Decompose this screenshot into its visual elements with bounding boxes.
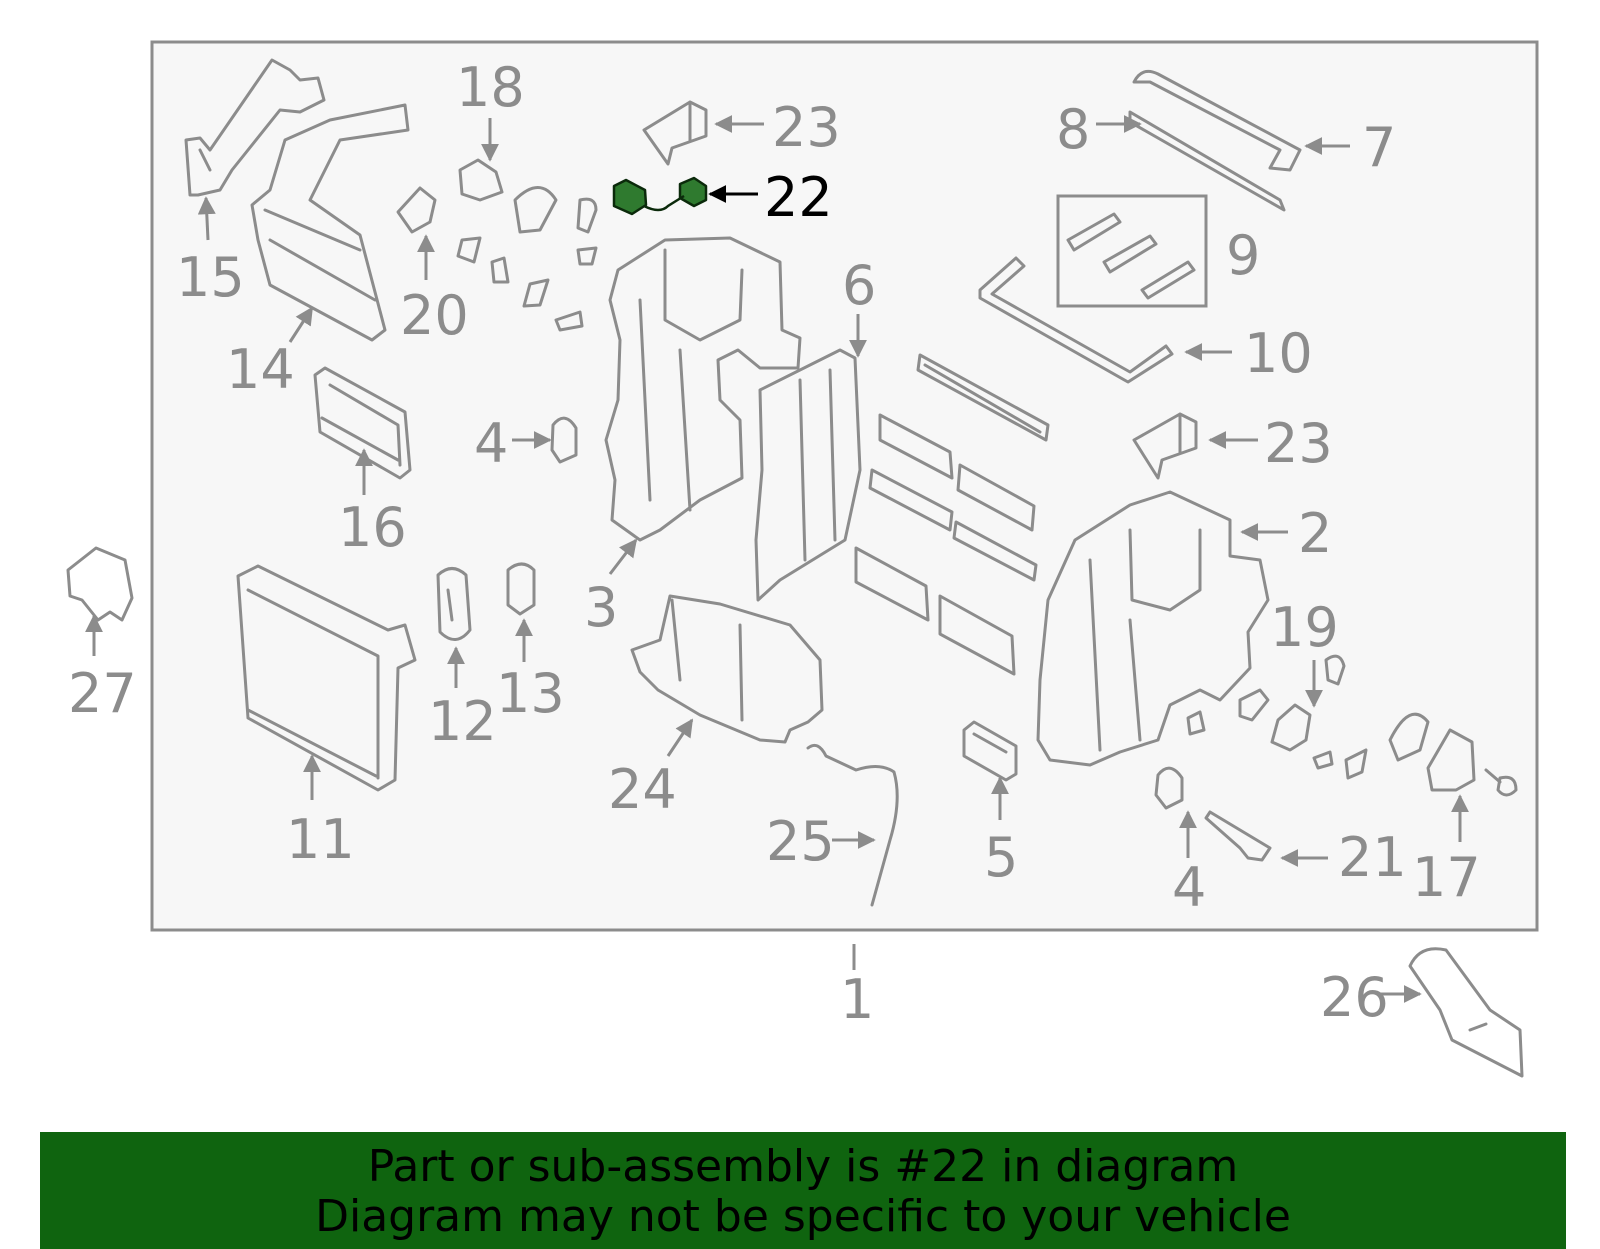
part-12-grommet[interactable] [436,567,472,641]
callout-14[interactable]: 14 [226,338,295,401]
notice-banner: Part or sub-assembly is #22 in diagram D… [40,1132,1566,1249]
part-11-evaporator[interactable] [236,564,417,792]
part-4-seal-right[interactable] [1154,766,1184,810]
part-small-right-2[interactable] [1186,710,1206,736]
part-door-4[interactable] [956,463,1036,532]
part-23-bracket-right[interactable] [1132,412,1198,480]
callout-16[interactable]: 16 [338,496,407,559]
callout-15[interactable]: 15 [176,246,245,309]
callout-9[interactable]: 9 [1226,224,1260,287]
part-small-right-1[interactable] [1238,688,1270,722]
part-small-link-3[interactable] [490,256,510,284]
part-door-1[interactable] [916,353,1050,442]
callout-6[interactable]: 6 [842,254,876,317]
part-9-kit-box[interactable] [1056,194,1208,308]
part-24-lower-case[interactable] [630,594,824,744]
part-26-duct[interactable] [1408,947,1524,1078]
callout-25[interactable]: 25 [766,810,835,873]
part-22-wire-harness[interactable] [612,176,708,216]
part-door-7[interactable] [938,594,1016,676]
callout-2[interactable]: 2 [1298,502,1332,565]
part-27[interactable] [66,546,134,622]
parts-diagram: 1 2 3 4 4 5 6 7 8 9 10 11 12 13 14 15 16… [66,40,1539,1078]
part-door-6[interactable] [854,546,930,622]
part-9-seal-1[interactable] [1066,212,1122,252]
banner-line-2: Diagram may not be specific to your vehi… [315,1191,1291,1242]
part-small-link-1[interactable] [576,197,598,234]
part-19-actuator[interactable] [1270,703,1312,752]
callout-24[interactable]: 24 [608,758,677,821]
part-small-right-4[interactable] [1312,750,1334,770]
callout-17[interactable]: 17 [1412,846,1481,909]
callout-3[interactable]: 3 [584,576,618,639]
callout-18[interactable]: 18 [456,56,525,119]
banner-line-1: Part or sub-assembly is #22 in diagram [367,1141,1239,1192]
callout-13[interactable]: 13 [496,662,565,725]
part-9-seal-2[interactable] [1102,234,1158,274]
callout-4-right[interactable]: 4 [1172,856,1206,919]
part-door-3[interactable] [868,468,954,532]
part-14-heater-core[interactable] [250,103,410,342]
callout-23-top[interactable]: 23 [772,96,841,159]
part-small-link-6[interactable] [576,246,598,266]
part-small-link-2[interactable] [456,236,482,264]
part-door-5[interactable] [952,520,1038,582]
part-small-right-3[interactable] [1324,654,1346,686]
callout-23-right[interactable]: 23 [1264,412,1333,475]
part-17-screw[interactable] [1484,768,1518,797]
callout-1[interactable]: 1 [840,968,874,1031]
part-small-gear-right[interactable] [1388,712,1430,762]
part-door-2[interactable] [878,413,954,480]
part-17-bracket[interactable] [1426,728,1476,792]
callout-labels: 1 2 3 4 4 5 6 7 8 9 10 11 12 13 14 15 16… [68,56,1481,1031]
callout-27[interactable]: 27 [68,662,137,725]
part-9-seal-3[interactable] [1140,260,1196,300]
callout-8[interactable]: 8 [1056,98,1090,161]
part-20-actuator[interactable] [396,186,437,234]
part-16-housing[interactable] [313,366,412,480]
assembly-frame [150,40,1539,932]
part-3-left-case[interactable] [604,236,802,542]
callout-10[interactable]: 10 [1244,322,1313,385]
part-23-bracket-top[interactable] [642,100,708,166]
part-7-seal[interactable] [1132,69,1302,172]
callout-5[interactable]: 5 [984,826,1018,889]
part-2-right-case[interactable] [1036,490,1270,767]
part-small-right-5[interactable] [1344,748,1368,780]
part-10-seal[interactable] [978,256,1174,384]
callout-7[interactable]: 7 [1362,116,1396,179]
callout-21[interactable]: 21 [1338,826,1407,889]
part-4-seal-left[interactable] [550,416,578,464]
part-25-drain-hose[interactable] [806,743,899,907]
callout-4-left[interactable]: 4 [474,412,508,475]
part-6-partition[interactable] [754,348,862,602]
callout-26[interactable]: 26 [1320,966,1389,1029]
part-5-filter[interactable] [962,720,1018,782]
callout-22[interactable]: 22 [764,166,833,229]
leader-lines [85,115,1469,1003]
part-13[interactable] [506,562,536,616]
callout-11[interactable]: 11 [286,808,355,871]
callout-20[interactable]: 20 [400,284,469,347]
part-15-bracket[interactable] [184,58,326,197]
part-small-link-5[interactable] [554,310,584,332]
callout-12[interactable]: 12 [428,690,497,753]
part-small-link-4[interactable] [522,278,550,308]
part-small-gear[interactable] [513,186,558,234]
part-18-actuator[interactable] [458,158,504,202]
callout-19[interactable]: 19 [1270,596,1339,659]
part-21-rod[interactable] [1204,810,1272,862]
